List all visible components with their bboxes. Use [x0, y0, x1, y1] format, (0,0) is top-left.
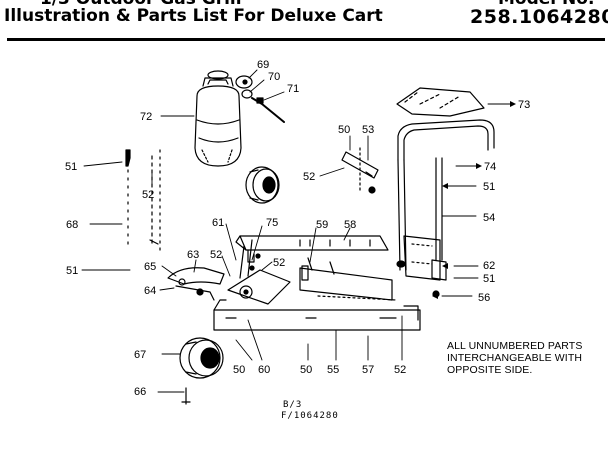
callout-52-e: 52	[394, 364, 406, 376]
front-frame-axle	[227, 239, 291, 305]
callout-53: 53	[362, 124, 374, 136]
callout-66: 66	[134, 386, 146, 398]
propane-tank	[194, 70, 242, 167]
callout-52-b: 52	[303, 171, 315, 183]
axle-bracket	[167, 267, 225, 301]
drawing-code: F/1064280	[281, 411, 339, 421]
callout-62: 62	[483, 260, 495, 272]
note-line-1: ALL UNNUMBERED PARTS	[447, 340, 583, 352]
note-line-2: INTERCHANGEABLE WITH	[447, 352, 583, 364]
callout-52-a: 52	[142, 189, 154, 201]
bracket-50-53	[341, 147, 379, 194]
callout-67: 67	[134, 349, 146, 361]
callout-71: 71	[287, 83, 299, 95]
callout-51-d: 51	[483, 273, 495, 285]
callout-51-a: 51	[65, 161, 77, 173]
interchangeable-parts-note: ALL UNNUMBERED PARTS INTERCHANGEABLE WIT…	[447, 340, 582, 376]
callout-63: 63	[187, 249, 199, 261]
cart-frame-bottom	[213, 257, 421, 331]
callout-52-d: 52	[273, 257, 285, 269]
callout-73: 73	[518, 99, 530, 111]
header-divider	[7, 38, 605, 41]
model-number: 258.1064280	[470, 6, 608, 28]
callout-numbers: 69 70 71 72 73 51 52 50 53 52 74 51 68 5…	[65, 59, 530, 398]
callout-56: 56	[478, 292, 490, 304]
callout-54: 54	[483, 212, 495, 224]
sheet-code: B/3	[283, 400, 303, 410]
callout-60: 60	[258, 364, 270, 376]
callout-52-c: 52	[210, 249, 222, 261]
callout-58: 58	[344, 219, 356, 231]
callout-68: 68	[66, 219, 78, 231]
callout-50-b: 50	[233, 364, 245, 376]
wheel-upper	[245, 166, 280, 204]
note-line-3: OPPOSITE SIDE.	[447, 364, 533, 376]
callout-61: 61	[212, 217, 224, 229]
handle-frame	[396, 119, 495, 281]
header-top-partial-text: 1/3 Outdoor Gas Grill	[40, 0, 242, 9]
callout-57: 57	[362, 364, 374, 376]
cart-tray	[235, 235, 389, 263]
side-shelf-cover	[396, 87, 485, 117]
clip-59	[301, 265, 309, 281]
tank-valve-regulator	[235, 75, 285, 123]
callout-51-b: 51	[483, 181, 495, 193]
callout-50-c: 50	[300, 364, 312, 376]
leader-lines	[81, 69, 511, 393]
callout-75: 75	[266, 217, 278, 229]
callout-64: 64	[144, 285, 156, 297]
callout-55: 55	[327, 364, 339, 376]
callout-65: 65	[144, 261, 156, 273]
callout-51-c: 51	[66, 265, 78, 277]
bolt-66	[181, 387, 191, 405]
callout-69: 69	[257, 59, 269, 71]
callout-74: 74	[484, 161, 496, 173]
callout-59: 59	[316, 219, 328, 231]
callout-72: 72	[140, 111, 152, 123]
page-title: Illustration & Parts List For Deluxe Car…	[4, 6, 383, 26]
callout-50-a: 50	[338, 124, 350, 136]
leader-arrows	[432, 101, 516, 299]
wheel-lower	[179, 337, 224, 379]
model-no-label: Model No.	[498, 0, 594, 9]
callout-70: 70	[268, 71, 280, 83]
